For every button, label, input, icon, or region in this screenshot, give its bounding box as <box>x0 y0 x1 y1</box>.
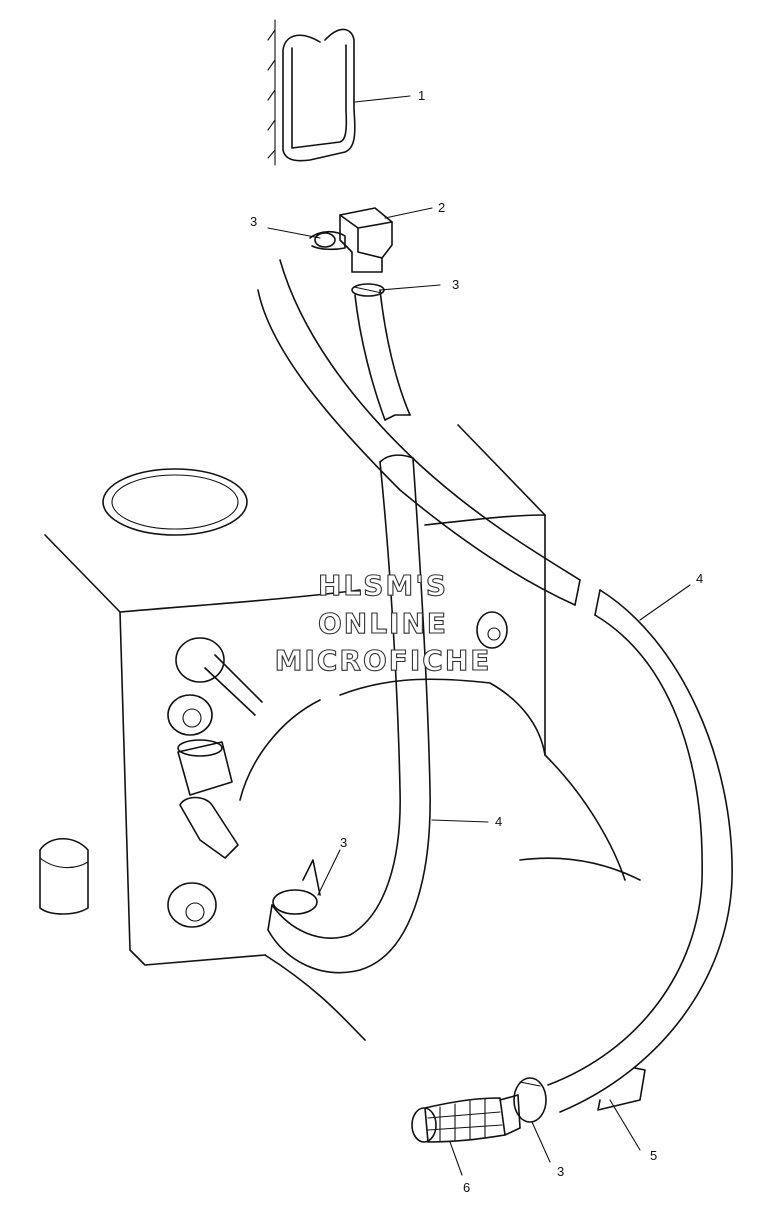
part-5-strap <box>597 1067 646 1111</box>
clamp-upper-left <box>314 232 336 248</box>
callout-2: 2 <box>438 200 445 215</box>
watermark-line-1: HLSM'S <box>318 569 448 602</box>
callout-3-lower-left: 3 <box>340 835 347 850</box>
watermark-line-2: ONLINE <box>318 607 448 640</box>
clamp-lower-right <box>513 1077 547 1123</box>
callout-3-lower-right: 3 <box>557 1164 564 1179</box>
callout-5: 5 <box>650 1148 657 1163</box>
hose-4-upper <box>257 259 733 1113</box>
callout-labels: 1 2 3 3 3 3 4 4 5 6 <box>250 88 703 1195</box>
part-6-filter <box>411 1094 521 1143</box>
watermark: HLSM'S ONLINE MICROFICHE <box>274 568 492 677</box>
callout-4-right: 4 <box>696 571 703 586</box>
callout-3-upper-right: 3 <box>452 277 459 292</box>
callout-1: 1 <box>418 88 425 103</box>
part-1-retainer-clip <box>267 19 356 166</box>
leader-lines <box>267 95 691 1176</box>
part-2-elbow-fitting <box>309 207 393 273</box>
tank-body <box>39 424 641 1041</box>
callout-4-center: 4 <box>495 814 502 829</box>
callout-6: 6 <box>463 1180 470 1195</box>
tank-fittings <box>167 611 508 928</box>
watermark-line-3: MICROFICHE <box>275 644 492 677</box>
callout-3-upper-left: 3 <box>250 214 257 229</box>
clamp-lower-left <box>272 859 321 915</box>
